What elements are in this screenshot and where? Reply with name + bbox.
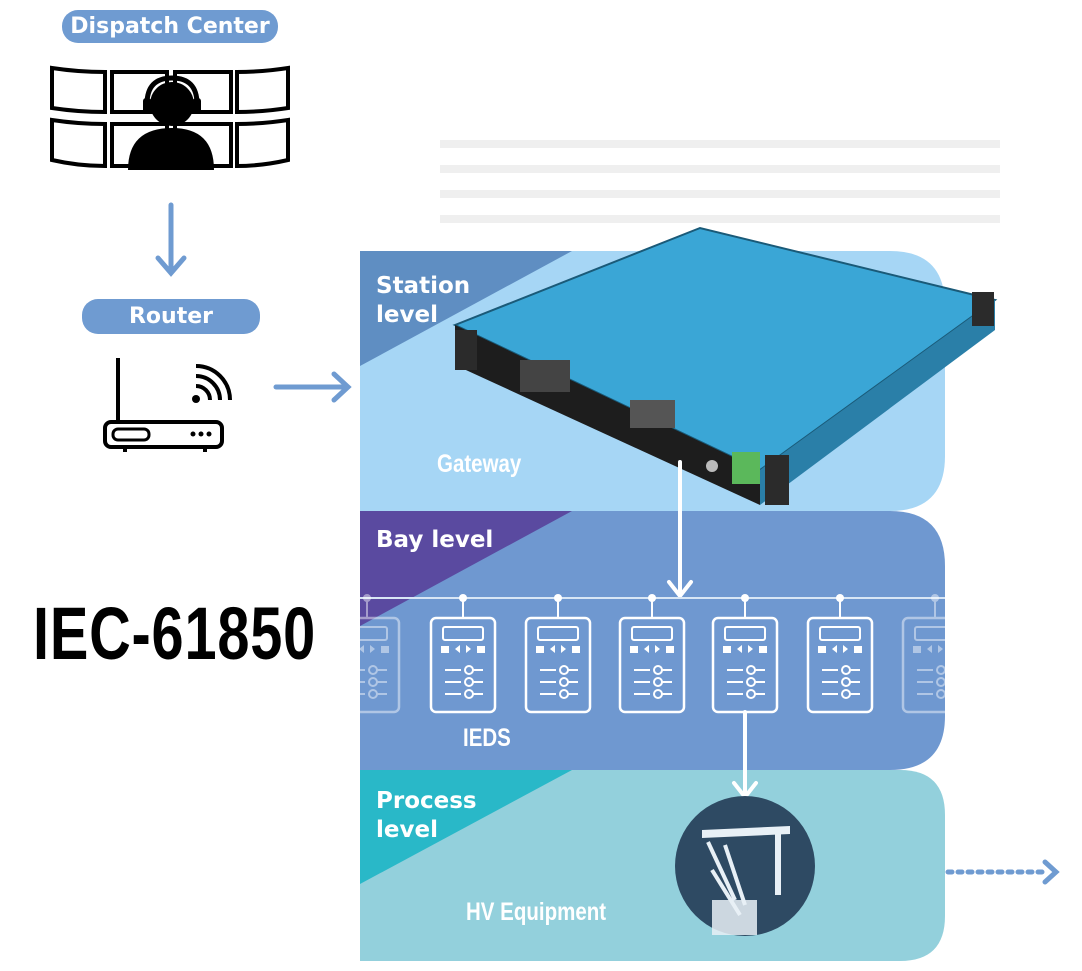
gateway-caption: Gateway xyxy=(437,450,522,478)
dotted-right-arrow-icon xyxy=(945,859,1060,885)
ied-devices xyxy=(333,594,969,714)
ied-device xyxy=(524,594,592,714)
ied-device xyxy=(711,594,779,714)
process-level-label: Process level xyxy=(376,788,477,843)
hv-equipment-caption: HV Equipment xyxy=(466,898,607,926)
wifi-router-icon xyxy=(103,358,232,452)
station-level-label: Station level xyxy=(376,273,471,328)
ied-device xyxy=(333,594,401,714)
dispatch-center-label: Dispatch Center xyxy=(62,10,278,43)
ied-device xyxy=(429,594,497,714)
process-level-band xyxy=(360,770,945,961)
gateway-to-bus-arrow xyxy=(667,460,693,600)
iec-61850-title: IEC-61850 xyxy=(33,592,316,675)
bay-level-label: Bay level xyxy=(376,527,494,553)
down-arrow-icon xyxy=(155,202,187,277)
operator-silhouette-icon xyxy=(128,75,214,170)
ied-device xyxy=(901,594,969,714)
gateway-device-image xyxy=(452,226,998,505)
background-texture xyxy=(440,140,1000,223)
right-arrow-icon xyxy=(273,371,352,403)
router-label: Router xyxy=(82,299,260,334)
ieds-caption: IEDS xyxy=(463,724,511,752)
hv-equipment-image xyxy=(675,796,815,936)
ied-device xyxy=(618,594,686,714)
ied-device xyxy=(806,594,874,714)
